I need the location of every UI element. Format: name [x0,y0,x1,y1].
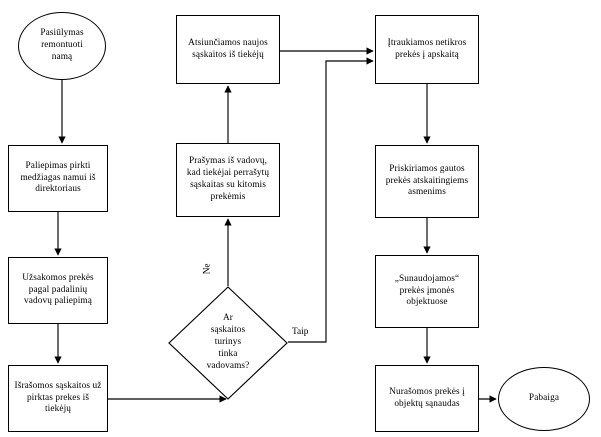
node-goods-consumed-label: „Sunaudojamos“ prekės įmonės objektuose [394,273,460,308]
node-end-label: Pabaiga [528,393,560,404]
node-goods-assigned[interactable]: Priskiriamos gautos prekės atskaitingiem… [375,145,479,218]
node-fake-goods-recorded[interactable]: Įtraukiamos netikros prekės į apskaitą [375,15,479,84]
node-invoices-issued[interactable]: Išrašomos sąskaitos už pirktas prekes iš… [8,365,108,432]
node-decision-content-ok-label: Ar sąskaitos turinys tinka vadovams? [206,313,250,371]
node-order-instruction-label: Paliepimas pirkti medžiagas namui iš dir… [20,160,96,195]
node-goods-ordered-label: Užsakomos prekės pagal padalinių vadovų … [22,272,94,307]
node-goods-assigned-label: Priskiriamos gautos prekės atskaitingiem… [385,163,469,198]
node-new-invoices-sent[interactable]: Atsiunčiamos naujos sąskaitos iš tiekėjų [176,15,280,84]
node-start-label: Pasiūlymas remontuoti namą [40,28,84,62]
node-goods-consumed[interactable]: „Sunaudojamos“ prekės įmonės objektuose [375,255,479,328]
node-request-rewrite[interactable]: Prašymas iš vadovų, kad tiekėjai perrašy… [176,143,280,217]
node-start[interactable]: Pasiūlymas remontuoti namą [18,12,106,80]
node-goods-written-off-label: Nurašomos prekės į objektų sąnaudas [389,386,465,409]
node-goods-written-off[interactable]: Nurašomos prekės į objektų sąnaudas [375,365,479,432]
node-order-instruction[interactable]: Paliepimas pirkti medžiagas namui iš dir… [8,145,108,212]
node-decision-content-ok[interactable]: Ar sąskaitos turinys tinka vadovams? [168,286,288,400]
node-invoices-issued-label: Išrašomos sąskaitos už pirktas prekes iš… [14,380,102,415]
node-fake-goods-recorded-label: Įtraukiamos netikros prekės į apskaitą [387,37,467,60]
edge-label-no: Ne [202,263,213,275]
edge-label-yes: Taip [292,327,309,337]
node-goods-ordered[interactable]: Užsakomos prekės pagal padalinių vadovų … [8,257,108,324]
diamond-shape-icon [168,286,288,400]
edge-decision-to-fake-goods-yes [288,57,374,343]
node-end[interactable]: Pabaiga [498,367,590,431]
node-request-rewrite-label: Prašymas iš vadovų, kad tiekėjai perrašy… [186,156,270,202]
node-new-invoices-sent-label: Atsiunčiamos naujos sąskaitos iš tiekėjų [188,37,268,60]
